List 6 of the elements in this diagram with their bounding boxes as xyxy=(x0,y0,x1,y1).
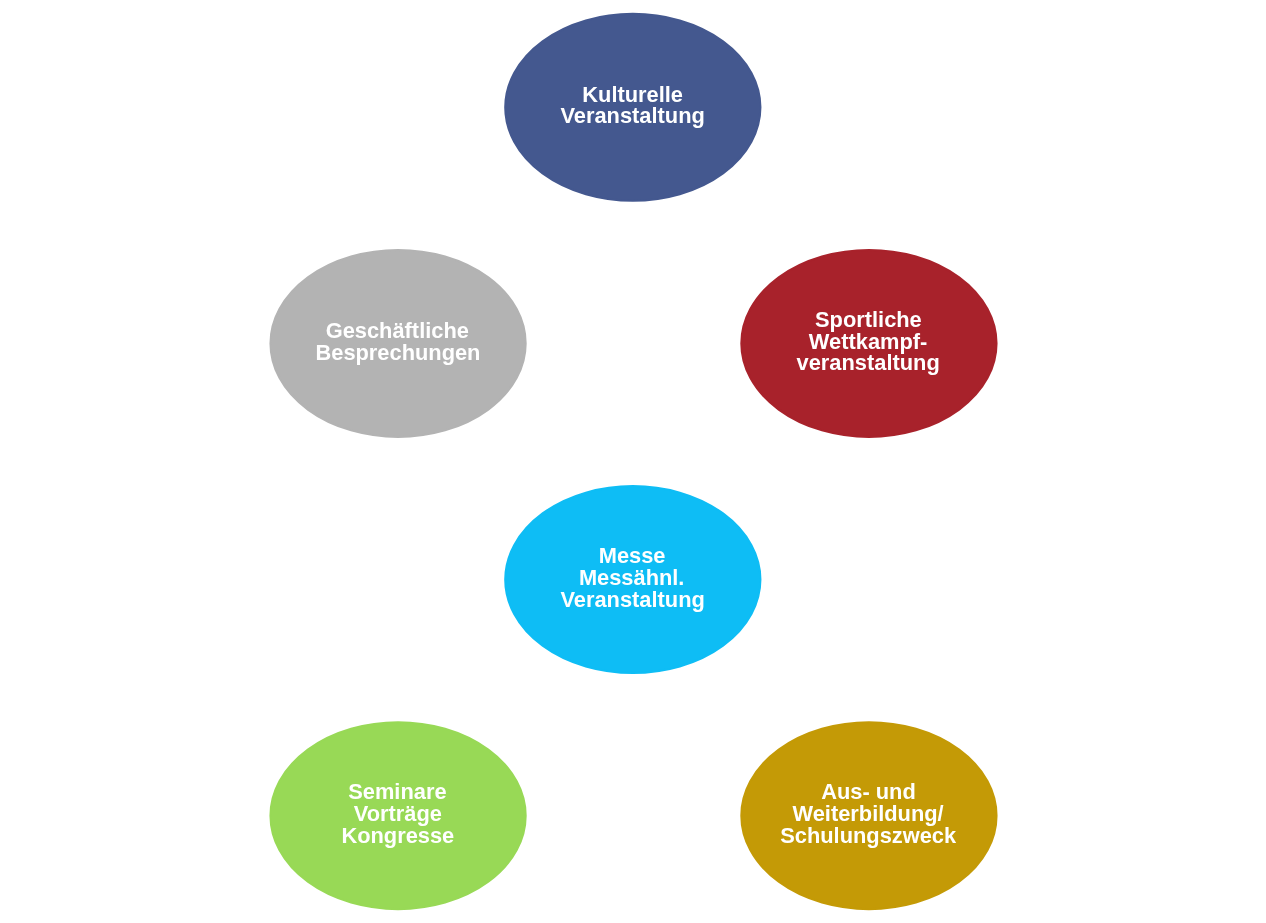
node-ellipse: Seminare Vorträge Kongresse xyxy=(268,721,527,911)
node-ellipse: Kulturelle Veranstaltung xyxy=(503,12,761,202)
node-ellipse: Geschäftliche Besprechungen xyxy=(268,248,527,438)
node-ellipse: Messe Messähnl. Veranstaltung xyxy=(503,485,761,675)
node-ellipse: Sportliche Wettkampf- veranstaltung xyxy=(739,248,998,438)
node-ellipse: Aus- und Weiterbildung/ Schulungszweck xyxy=(739,721,998,911)
